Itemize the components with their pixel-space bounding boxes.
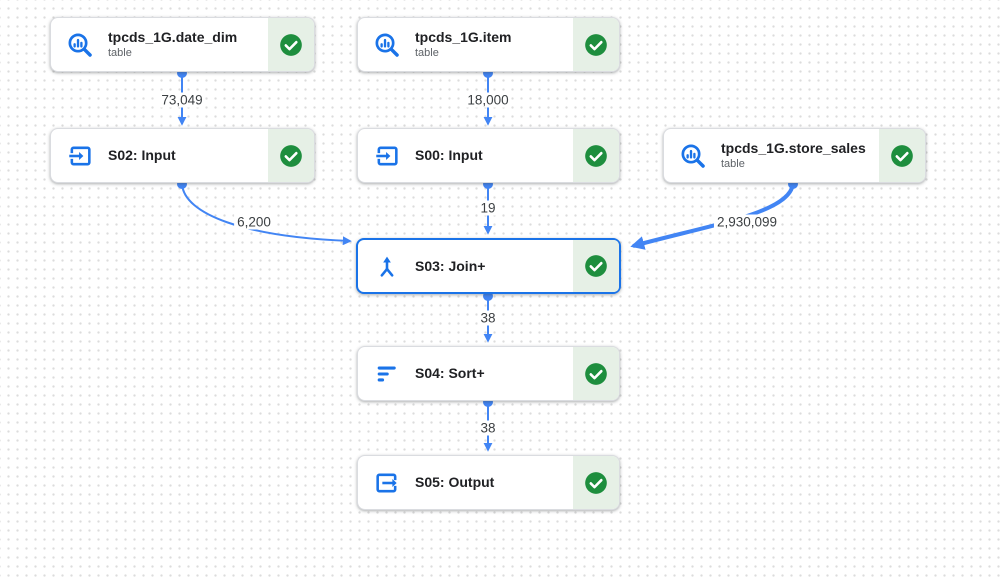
node-s03-join[interactable]: S03: Join+ [356,238,621,294]
table-preview-icon [373,31,401,59]
node-tpcds-1g-store-sales[interactable]: tpcds_1G.store_sales table [663,128,926,183]
node-s02-input[interactable]: S02: Input [50,128,315,183]
success-check-icon [280,144,302,167]
edge-row-count: 73,049 [158,92,206,108]
node-title: tpcds_1G.store_sales [721,140,866,156]
status-strip [879,129,925,182]
node-tpcds-1g-item[interactable]: tpcds_1G.item table [357,17,620,72]
status-strip [573,456,619,509]
node-subtitle: table [721,158,745,170]
success-check-icon [585,362,607,385]
node-subtitle: table [415,47,439,59]
node-title: S02: Input [108,147,176,163]
success-check-icon [585,144,607,167]
node-title: S05: Output [415,474,495,490]
status-strip [573,18,619,71]
success-check-icon [585,255,607,277]
edge-row-count: 6,200 [234,214,274,230]
edge-row-count: 19 [477,200,499,216]
node-title: S03: Join+ [415,257,486,274]
edge-s02-to-s03 [181,183,352,246]
output-icon [373,469,401,497]
node-s05-output[interactable]: S05: Output [357,455,620,510]
status-strip [573,347,619,400]
status-strip [268,18,314,71]
success-check-icon [585,471,607,494]
edge-row-count: 18,000 [464,92,512,108]
edge-row-count: 2,930,099 [713,214,781,230]
status-strip [573,129,619,182]
edge-row-count: 38 [477,310,499,326]
node-s04-sort[interactable]: S04: Sort+ [357,346,620,401]
success-check-icon [280,33,302,56]
table-preview-icon [66,31,94,59]
table-preview-icon [679,142,707,170]
sort-icon [373,360,401,388]
success-check-icon [891,144,913,167]
node-subtitle: table [108,47,132,59]
input-icon [66,142,94,170]
edge-row-count: 38 [477,420,499,436]
node-title: S00: Input [415,147,483,163]
input-icon [373,142,401,170]
node-tpcds-1g-date-dim[interactable]: tpcds_1G.date_dim table [50,17,315,72]
status-strip [573,240,619,292]
node-title: S04: Sort+ [415,365,485,381]
status-strip [268,129,314,182]
node-s00-input[interactable]: S00: Input [357,128,620,183]
node-title: tpcds_1G.item [415,29,512,45]
join-icon [373,252,401,280]
node-title: tpcds_1G.date_dim [108,29,238,45]
success-check-icon [585,33,607,56]
